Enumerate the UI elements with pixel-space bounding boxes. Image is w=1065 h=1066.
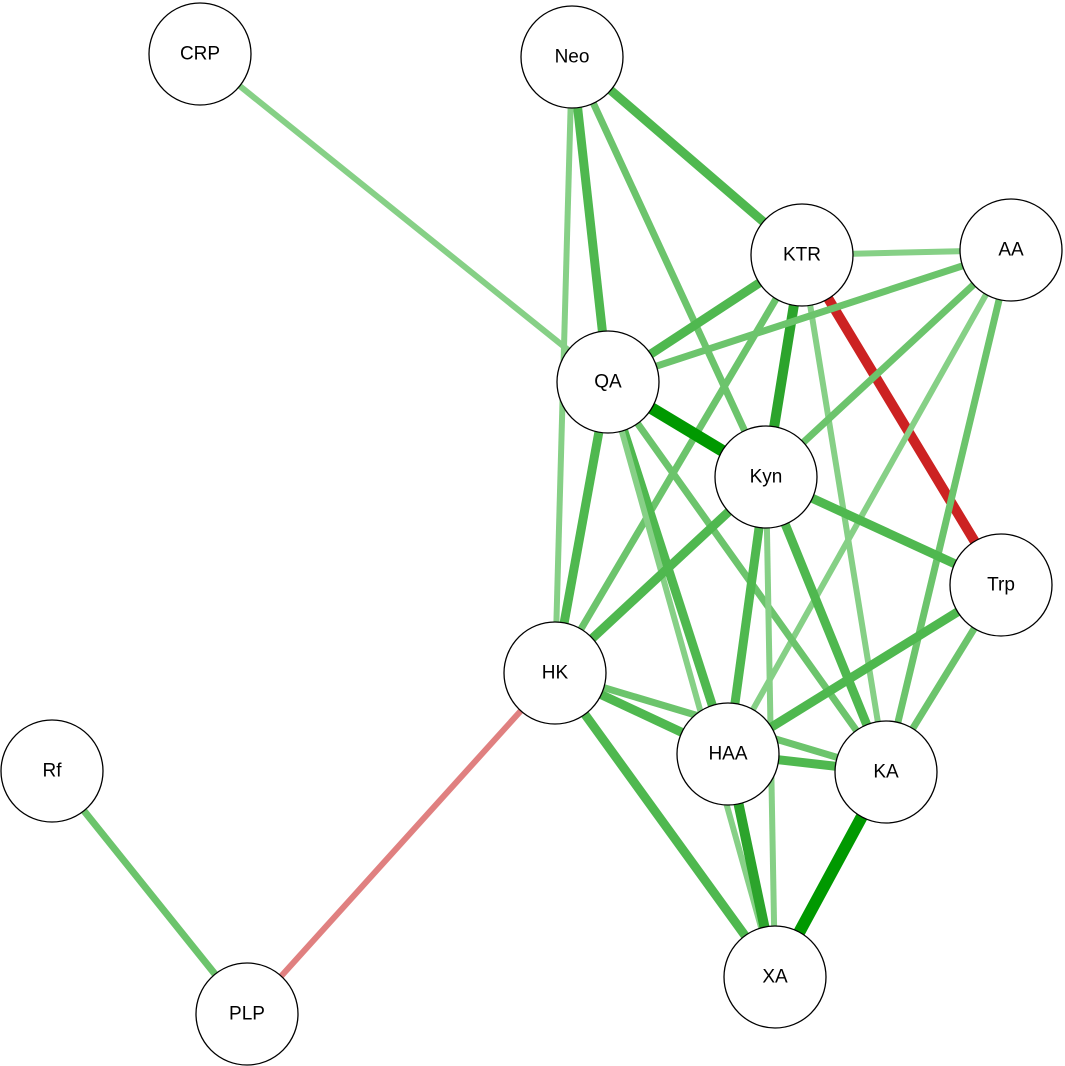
node-xa: XA [723, 925, 827, 1029]
edge-aa-ka [882, 249, 1015, 773]
node-ktr: KTR [750, 203, 854, 307]
edge-hk-xa [551, 670, 779, 980]
node-label: Rf [43, 761, 63, 782]
node-label: KTR [783, 245, 821, 266]
node-label: PLP [229, 1004, 265, 1025]
edge-rf-plp [49, 768, 250, 1017]
node-circle [148, 2, 252, 106]
node-rf: Rf [0, 719, 104, 823]
edge-aa-haa [725, 248, 1014, 756]
node-circle [714, 425, 818, 529]
node-circle [0, 719, 104, 823]
node-circle [676, 702, 780, 806]
node-label: HAA [708, 744, 747, 765]
node-circle [750, 203, 854, 307]
edge-kyn-ka [761, 475, 891, 774]
node-label: KA [873, 762, 899, 783]
node-label: Trp [987, 575, 1015, 596]
node-circle [195, 962, 299, 1066]
node-label: QA [594, 372, 622, 393]
edge-qa-ka [605, 379, 889, 775]
node-qa: QA [556, 330, 660, 434]
edge-aa-kyn [763, 247, 1014, 480]
node-crp: CRP [148, 2, 252, 106]
edge-neo-kyn [568, 55, 770, 479]
node-label: HK [542, 663, 569, 684]
node-label: XA [762, 967, 788, 988]
node-label: CRP [180, 44, 220, 65]
node-label: AA [998, 240, 1024, 261]
node-circle [949, 533, 1053, 637]
node-neo: Neo [520, 5, 624, 109]
node-plp: PLP [195, 962, 299, 1066]
edge-ktr-hk [551, 253, 806, 675]
node-hk: HK [503, 621, 607, 725]
node-kyn: Kyn [714, 425, 818, 529]
node-circle [959, 198, 1063, 302]
edge-aa-qa [606, 246, 1013, 386]
node-label: Neo [555, 47, 590, 68]
node-aa: AA [959, 198, 1063, 302]
edge-hk-plp [244, 670, 558, 1017]
edge-qa-xa [605, 381, 778, 978]
node-haa: HAA [676, 702, 780, 806]
edge-neo-qa [567, 56, 613, 383]
edges-layer [49, 51, 1015, 1017]
node-trp: Trp [949, 533, 1053, 637]
node-label: Kyn [750, 467, 783, 488]
edge-trp-haa [725, 581, 1004, 758]
node-circle [556, 330, 660, 434]
node-ka: KA [834, 720, 938, 824]
node-circle [520, 5, 624, 109]
node-circle [723, 925, 827, 1029]
edge-crp-qa [198, 51, 610, 385]
node-circle [834, 720, 938, 824]
node-circle [503, 621, 607, 725]
